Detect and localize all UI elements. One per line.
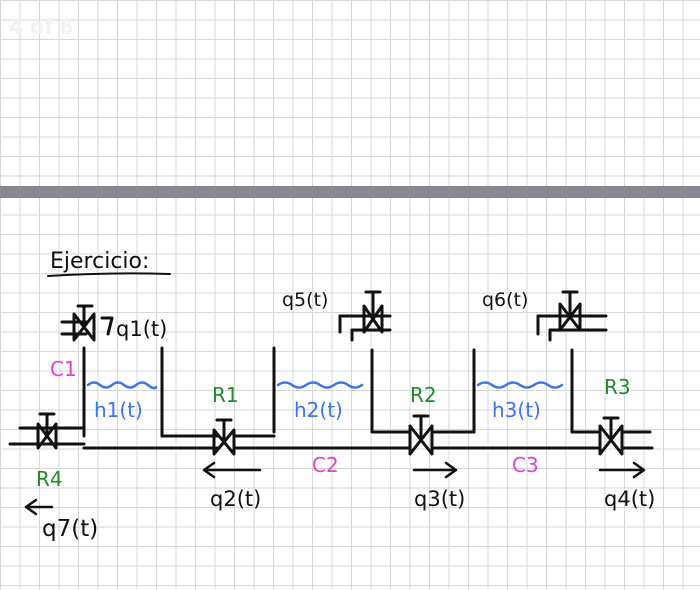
label-h3: h3(t)	[492, 398, 541, 422]
arrow-q2	[202, 461, 262, 479]
arrow-q7	[24, 498, 54, 516]
valve-r3	[598, 416, 624, 456]
label-q6: q6(t)	[482, 289, 528, 311]
outlet-pipe-r3	[620, 430, 654, 450]
title-underline	[47, 272, 171, 277]
tank2-water-surface	[276, 381, 364, 389]
arrow-q4	[598, 461, 646, 479]
valve-r4	[36, 412, 58, 450]
tank1-water-surface	[86, 381, 158, 390]
tank3-water-surface	[476, 381, 564, 389]
label-q5: q5(t)	[282, 289, 328, 311]
label-q1: q1(t)	[116, 317, 167, 341]
label-c1: C1	[50, 357, 77, 381]
valve-q5	[338, 290, 392, 342]
label-r1: R1	[212, 383, 239, 407]
label-c2: C2	[312, 453, 339, 477]
label-r3: R3	[604, 375, 631, 399]
title: Ejercicio:	[50, 249, 149, 274]
label-r4: R4	[36, 467, 63, 491]
valve-r2	[408, 414, 434, 456]
pipe-r2-tank3	[430, 430, 602, 450]
page-indicator: 4 of 6	[10, 14, 74, 39]
pipe-r1-tank2	[234, 434, 412, 450]
valve-q1	[60, 304, 114, 342]
label-r2: R2	[410, 383, 437, 407]
label-q7: q7(t)	[42, 516, 98, 542]
label-c3: C3	[512, 453, 539, 477]
label-q4: q4(t)	[604, 487, 655, 511]
label-h1: h1(t)	[94, 398, 143, 422]
label-q3: q3(t)	[414, 487, 465, 511]
page-divider	[0, 186, 700, 198]
label-q2: q2(t)	[210, 487, 261, 511]
valve-r1	[212, 418, 236, 456]
valve-q6	[536, 290, 608, 342]
pipe-tank1-r1	[82, 434, 220, 450]
label-h2: h2(t)	[294, 398, 343, 422]
arrow-q3	[412, 461, 458, 479]
